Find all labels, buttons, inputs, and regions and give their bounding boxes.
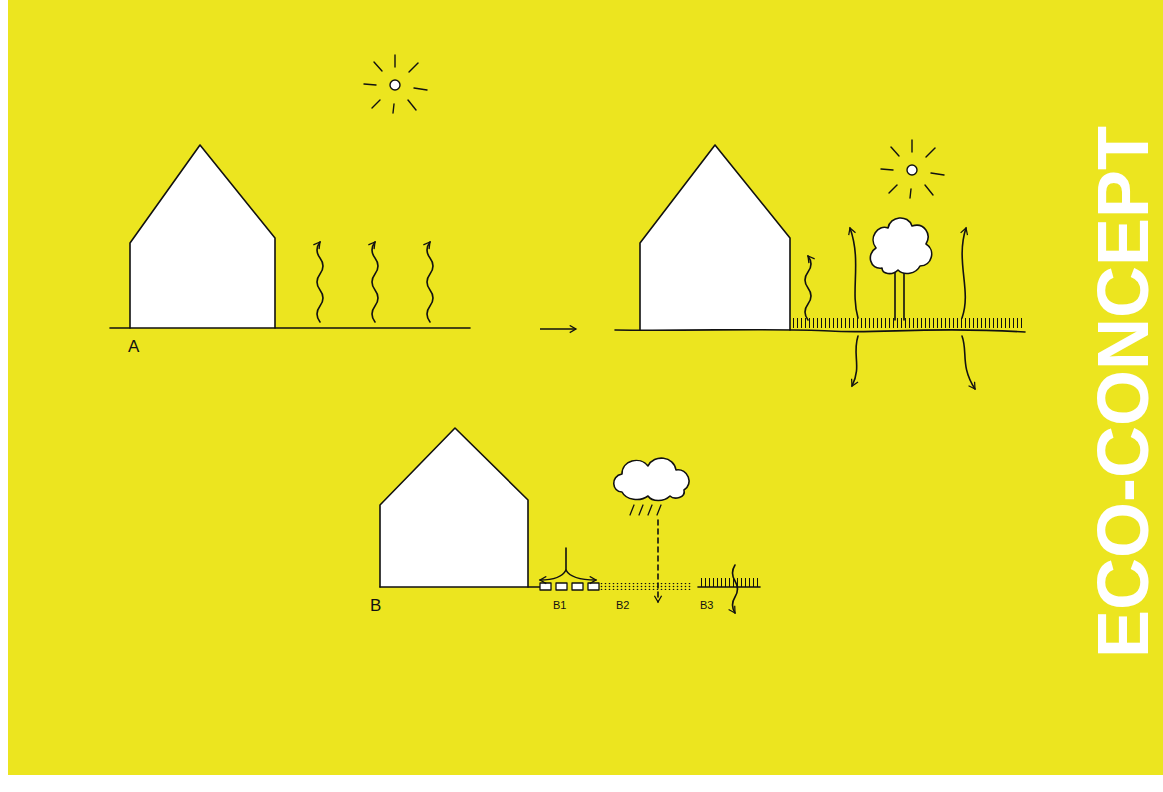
vertical-title: ECO-CONCEPT: [1087, 126, 1159, 658]
runoff-arrow: [566, 570, 596, 580]
rain-cloud: [614, 458, 689, 500]
paving-stones: [540, 583, 599, 590]
rain-infiltration: [657, 520, 659, 602]
infiltration-arrow: [962, 336, 975, 389]
sun-symbol: [881, 140, 944, 198]
zone-label: B1: [553, 600, 566, 611]
ground-line: [698, 586, 760, 588]
ground-line: [380, 586, 540, 588]
runoff-arrow: [540, 548, 566, 580]
tree-crown: [870, 218, 931, 274]
ground-line: [615, 330, 1025, 332]
transition-arrow: [540, 328, 576, 330]
panel-label: A: [128, 338, 139, 355]
panel-label: B: [370, 597, 381, 614]
grass-hatch: [698, 578, 760, 587]
grass-hatch: [790, 318, 1025, 328]
heat-arrow: [805, 256, 811, 320]
zone-label: B2: [616, 600, 629, 611]
evaporation-arrow: [962, 228, 966, 318]
infiltration-arrow: [852, 336, 858, 386]
house-outline: [380, 428, 528, 587]
heat-arrow: [317, 242, 323, 322]
heat-arrow: [372, 242, 378, 322]
gravel-dots: [600, 583, 692, 590]
sun-symbol: [364, 55, 427, 113]
rain-drops: [630, 505, 661, 515]
house-outline: [640, 145, 790, 330]
zone-label: B3: [700, 600, 713, 611]
evaporation-arrow: [850, 228, 858, 318]
tree-trunk: [895, 272, 904, 320]
heat-arrow: [427, 242, 433, 322]
house-outline: [130, 145, 275, 328]
yellow-background: [8, 0, 1163, 775]
ground-line: [110, 327, 470, 329]
water-infiltration: [733, 565, 738, 613]
